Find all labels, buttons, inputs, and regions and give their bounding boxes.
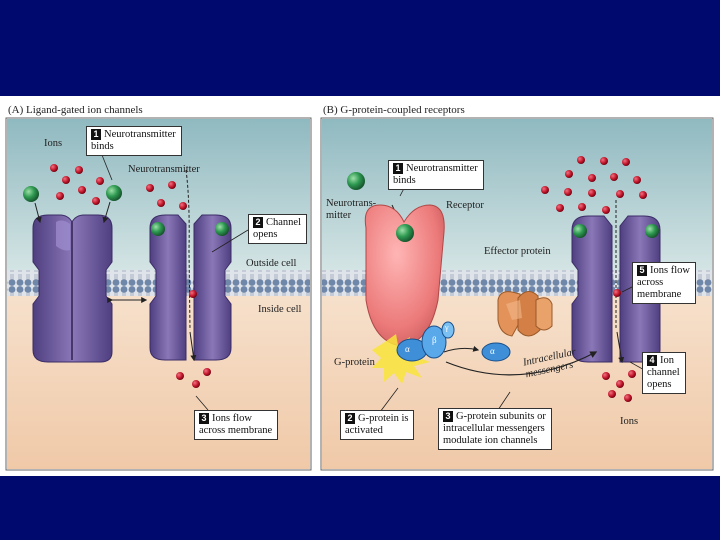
- g-protein: [396, 321, 455, 362]
- g-protein-coupled-receptor: [364, 204, 445, 346]
- free-neurotransmitter: [106, 185, 122, 201]
- ion-channel-b: [571, 215, 661, 363]
- label-g-protein: G-protein: [334, 357, 375, 368]
- step-text: Ion channel opens: [647, 355, 680, 390]
- label-outside-cell: Outside cell: [246, 258, 297, 269]
- label-neurotransmitter-a: Neurotransmitter: [128, 164, 200, 175]
- ion-channel-closed: [32, 214, 113, 363]
- ions-inside-b: [602, 370, 636, 402]
- ions-outside-b: [541, 156, 647, 214]
- label-beta: β: [432, 335, 437, 345]
- step-number: 1: [393, 163, 403, 174]
- step-number: 2: [345, 413, 355, 424]
- free-neurotransmitter-b: [347, 172, 365, 190]
- step-text: Neurotransmitter binds: [393, 163, 478, 186]
- label-alpha: α: [405, 344, 410, 354]
- activation-burst: [372, 334, 430, 384]
- step-number: 3: [443, 411, 453, 422]
- step-text: G-protein subunits or intracellular mess…: [443, 411, 546, 446]
- label-ions-a: Ions: [44, 138, 63, 149]
- step-number: 1: [91, 129, 101, 140]
- messenger-arrow: [445, 351, 598, 376]
- step-text: G-protein is activated: [345, 413, 409, 436]
- step-number: 3: [199, 413, 209, 424]
- step-text: Channel opens: [253, 217, 301, 240]
- label-receptor: Receptor: [446, 200, 484, 211]
- step-number: 2: [253, 217, 263, 228]
- panel-b-title: (B) G-protein-coupled receptors: [323, 104, 465, 116]
- label-gamma: γ: [445, 323, 449, 332]
- effector-protein: [497, 291, 553, 337]
- ion-channel-open: [149, 214, 232, 361]
- step-number: 5: [637, 265, 647, 276]
- step-text: Neurotransmitter binds: [91, 129, 176, 152]
- step-text: Ions flow across membrane: [199, 413, 273, 436]
- label-inside-cell: Inside cell: [258, 304, 302, 315]
- free-neurotransmitter: [23, 186, 39, 202]
- step-number: 4: [647, 355, 657, 366]
- label-ions-b: Ions: [620, 416, 639, 427]
- label-effector-protein: Effector protein: [484, 246, 551, 257]
- step-text: Ions flow across membrane: [637, 265, 690, 300]
- bound-neurotransmitter: [215, 222, 229, 236]
- panel-a-title: (A) Ligand-gated ion channels: [8, 104, 143, 116]
- label-alpha-free: α: [490, 346, 495, 356]
- ions-outside-a: [50, 164, 187, 210]
- bound-neurotransmitter-b: [396, 224, 414, 242]
- bound-neurotransmitter: [151, 222, 165, 236]
- label-neurotransmitter-b: Neurotrans- mitter: [326, 198, 377, 221]
- ions-inside-a: [176, 368, 211, 388]
- g-protein-alpha-free: [481, 342, 511, 362]
